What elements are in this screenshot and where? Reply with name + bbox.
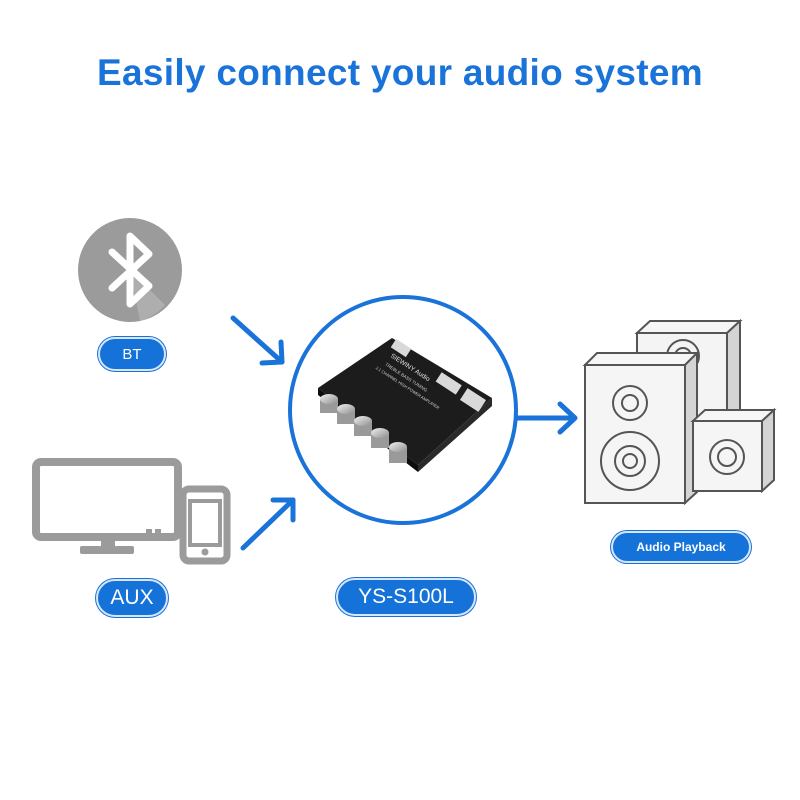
bt-label: BT bbox=[98, 337, 166, 371]
knob bbox=[371, 428, 389, 448]
model-label: YS-S100L bbox=[336, 578, 476, 616]
phone-icon bbox=[179, 485, 231, 565]
knob bbox=[354, 416, 372, 436]
arrow-bt-to-board bbox=[230, 315, 285, 366]
amplifier-board-icon: SIEWINY Audio TREBLE BASS TUNING 2.1 CHA… bbox=[288, 295, 518, 525]
knob bbox=[337, 404, 355, 424]
monitor-icon bbox=[32, 458, 182, 554]
page-title: Easily connect your audio system bbox=[97, 52, 703, 93]
audio-playback-label: Audio Playback bbox=[611, 531, 751, 563]
knob bbox=[320, 394, 338, 413]
aux-label: AUX bbox=[96, 579, 168, 617]
bluetooth-icon bbox=[78, 218, 182, 322]
arrow-board-to-speakers bbox=[513, 401, 578, 435]
speaker-icon bbox=[582, 318, 777, 506]
arrow-aux-to-board bbox=[240, 497, 296, 551]
knob bbox=[389, 442, 407, 463]
